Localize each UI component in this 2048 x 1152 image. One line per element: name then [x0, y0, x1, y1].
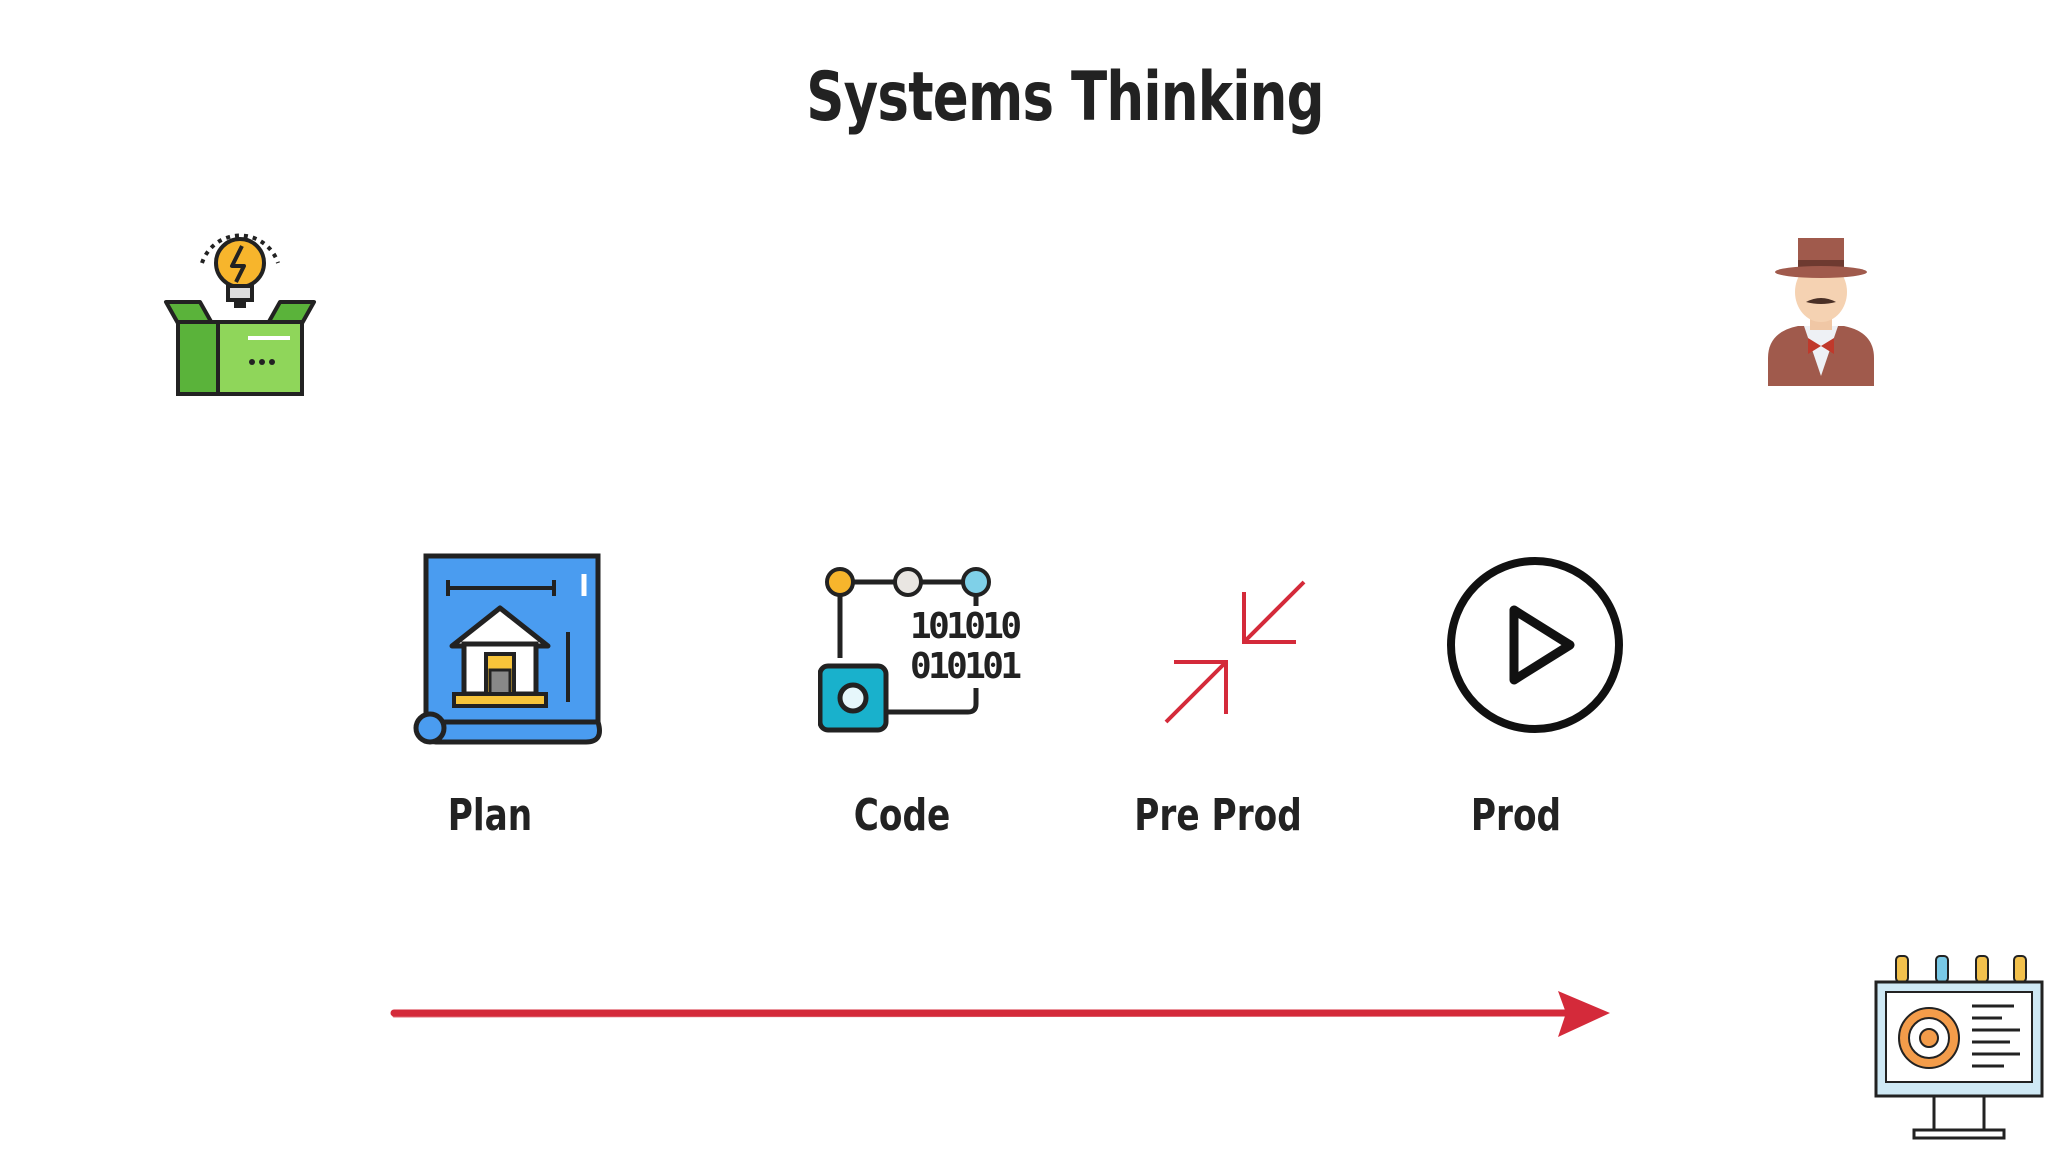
stage-label-code: Code — [853, 790, 951, 841]
svg-text:010101: 010101 — [910, 646, 1022, 687]
binary-code-icon: 101010 010101 — [818, 567, 1022, 733]
gentleman-icon — [1768, 238, 1874, 386]
blueprint-icon — [413, 553, 602, 745]
stage-label-pre-prod: Pre Prod — [1134, 790, 1302, 841]
stage-label-plan: Plan — [447, 790, 533, 841]
svg-text:101010: 101010 — [910, 606, 1022, 647]
slide-title: Systems Thinking — [806, 58, 1324, 137]
stage-label-prod: Prod — [1470, 790, 1562, 841]
idea-box-icon — [164, 233, 316, 396]
compress-arrows-icon — [1164, 580, 1306, 724]
monitor-dashboard-icon — [1874, 955, 2044, 1140]
play-icon — [1447, 557, 1623, 733]
flow-arrow — [390, 991, 1610, 1037]
